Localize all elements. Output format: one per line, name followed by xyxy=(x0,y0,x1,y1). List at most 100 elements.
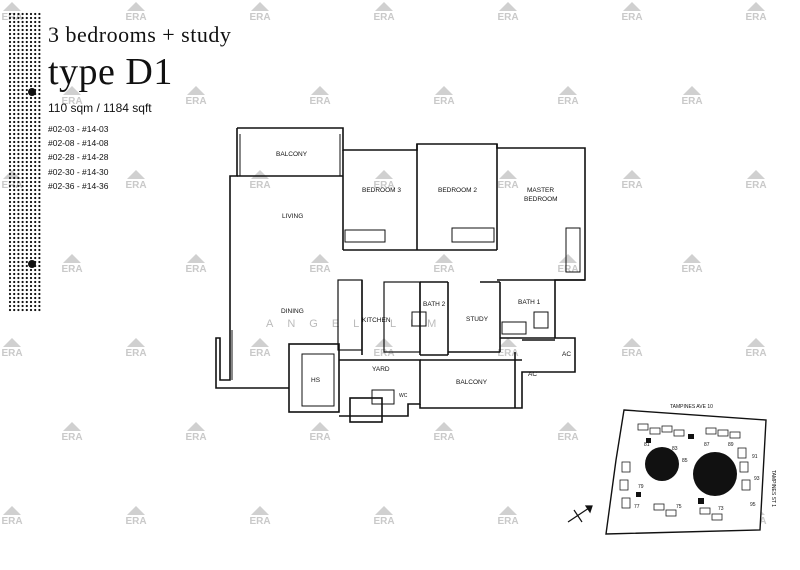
unit-range: #02-03 - #14-03 xyxy=(48,124,109,134)
dot-marker xyxy=(28,260,36,268)
era-logo-icon xyxy=(63,422,81,431)
unit-area: 110 sqm / 1184 sqft xyxy=(48,101,152,115)
era-watermark-text: ERA xyxy=(249,12,271,23)
dot-pattern xyxy=(8,12,41,312)
road-label-top: TAMPINES AVE 10 xyxy=(670,404,713,410)
era-watermark-text: ERA xyxy=(125,348,147,359)
era-watermark: ERA xyxy=(738,338,774,359)
era-logo-icon xyxy=(375,506,393,515)
site-plan: TAMPINES AVE 10 TAMPINES ST 1 81 83 85 8… xyxy=(567,404,776,535)
era-watermark-text: ERA xyxy=(185,432,207,443)
era-logo-icon xyxy=(375,170,393,179)
era-watermark-text: ERA xyxy=(745,348,767,359)
era-logo-icon xyxy=(3,338,21,347)
era-watermark: ERA xyxy=(490,170,526,191)
era-logo-icon xyxy=(499,506,517,515)
era-logo-icon xyxy=(63,254,81,263)
era-watermark: ERA xyxy=(614,2,650,23)
era-watermark: ERA xyxy=(242,2,278,23)
room-label-master: MASTER xyxy=(527,187,554,194)
room-label-balcony: BALCONY xyxy=(276,151,308,158)
era-logo-icon xyxy=(623,2,641,11)
era-logo-icon xyxy=(623,170,641,179)
wardrobe xyxy=(451,227,495,243)
block-number: 75 xyxy=(676,504,682,510)
room-label-wc: WC xyxy=(399,393,408,399)
room-label-kitchen: KITCHEN xyxy=(362,317,391,324)
unit-range: #02-30 - #14-30 xyxy=(48,166,109,177)
era-watermark-text: ERA xyxy=(1,348,23,359)
room-label-master-bedroom: BEDROOM xyxy=(524,196,558,203)
room-label-bath1: BATH 1 xyxy=(518,299,541,306)
unit-range: #02-36 - #14-36 xyxy=(48,180,109,191)
era-logo-icon xyxy=(251,506,269,515)
era-logo-icon xyxy=(435,254,453,263)
era-watermark-text: ERA xyxy=(61,264,83,275)
era-logo-icon xyxy=(747,170,765,179)
era-watermark: ERA xyxy=(738,170,774,191)
era-logo-icon xyxy=(747,2,765,11)
era-watermark-text: ERA xyxy=(373,180,395,191)
block-number: 93 xyxy=(754,476,760,482)
unit-location-markers xyxy=(636,434,704,504)
era-watermark: ERA xyxy=(118,506,154,527)
dot-marker xyxy=(28,88,36,96)
era-watermark-text: ERA xyxy=(557,432,579,443)
era-logo-icon xyxy=(187,422,205,431)
household-shelter-wall xyxy=(288,343,340,413)
era-watermark: ERA xyxy=(0,338,30,359)
era-watermark-text: ERA xyxy=(621,348,643,359)
room-label-yard: YARD xyxy=(372,366,390,373)
yard-wall xyxy=(339,359,421,417)
era-logo-icon xyxy=(683,86,701,95)
era-watermark: ERA xyxy=(0,2,30,23)
era-logo-icon xyxy=(499,170,517,179)
era-watermark: ERA xyxy=(614,170,650,191)
era-logo-icon xyxy=(127,2,145,11)
era-watermark: ERA xyxy=(54,254,90,275)
wc-toilet xyxy=(371,389,395,405)
era-logo-icon xyxy=(499,2,517,11)
era-watermark: ERA xyxy=(366,506,402,527)
era-watermark-text: ERA xyxy=(249,180,271,191)
era-watermark-text: ERA xyxy=(61,96,83,107)
era-logo-icon xyxy=(251,170,269,179)
era-watermark-text: ERA xyxy=(681,264,703,275)
unit-range: #02-28 - #14-28 xyxy=(48,152,109,163)
era-watermark-text: ERA xyxy=(373,348,395,359)
era-watermark-text: ERA xyxy=(745,180,767,191)
era-watermark: ERA xyxy=(366,170,402,191)
era-watermark-text: ERA xyxy=(1,12,23,23)
era-watermark: ERA xyxy=(674,254,710,275)
toilet xyxy=(411,311,427,327)
era-watermark: ERA xyxy=(550,422,586,443)
era-logo-icon xyxy=(559,254,577,263)
era-logo-icon xyxy=(127,338,145,347)
era-watermark-text: ERA xyxy=(557,96,579,107)
era-watermark: ERA xyxy=(490,2,526,23)
era-logo-icon xyxy=(311,422,329,431)
era-logo-icon xyxy=(63,86,81,95)
era-watermark: ERA xyxy=(178,254,214,275)
era-watermark: ERA xyxy=(426,254,462,275)
pool-left xyxy=(645,447,679,481)
unit-number-list: #02-03 - #14-03 #02-08 - #14-08 #02-28 -… xyxy=(48,122,109,193)
toilet xyxy=(533,311,549,329)
era-watermark: ERA xyxy=(54,422,90,443)
era-watermark-text: ERA xyxy=(125,12,147,23)
room-label-bedroom2: BEDROOM 2 xyxy=(438,187,477,194)
era-watermark-text: ERA xyxy=(621,12,643,23)
era-logo-icon xyxy=(127,170,145,179)
era-logo-icon xyxy=(623,338,641,347)
era-watermark: ERA xyxy=(550,86,586,107)
era-logo-icon xyxy=(3,506,21,515)
block-number: 79 xyxy=(638,484,644,490)
era-logo-icon xyxy=(375,2,393,11)
era-watermark-text: ERA xyxy=(1,180,23,191)
era-logo-icon xyxy=(187,86,205,95)
era-watermark: ERA xyxy=(426,422,462,443)
era-watermark-text: ERA xyxy=(433,264,455,275)
unit-type-title: type D1 xyxy=(48,51,173,93)
era-watermark-text: ERA xyxy=(497,348,519,359)
